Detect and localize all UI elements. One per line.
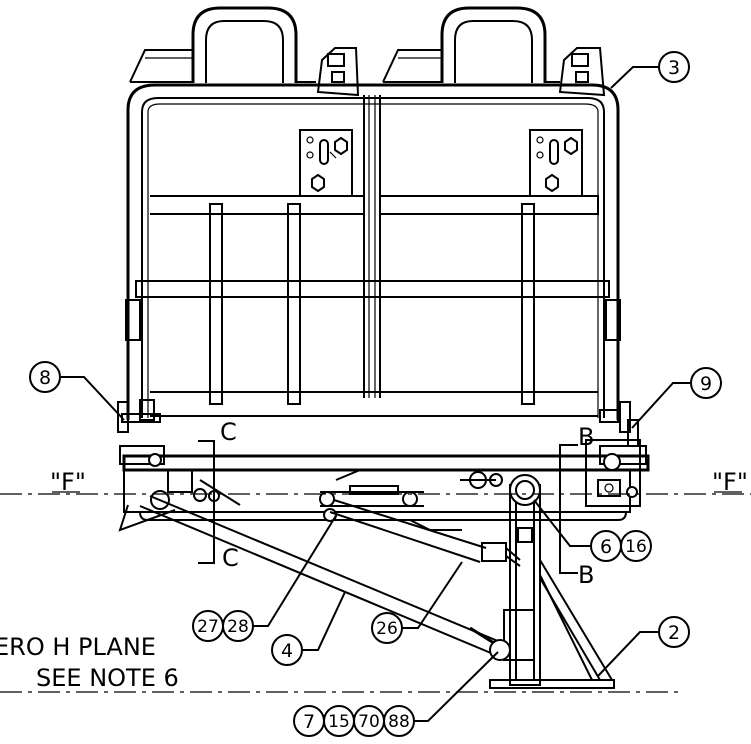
zero-h-plane-label: ERO H PLANE [0,633,156,661]
zero-h-plane: ERO H PLANE SEE NOTE 6 [0,633,680,693]
svg-text:15: 15 [328,712,350,732]
svg-text:2: 2 [668,622,680,644]
section-b-top-label: B [578,423,594,451]
see-note-label: SEE NOTE 6 [36,664,179,692]
svg-text:70: 70 [358,712,380,732]
left-side-hardware [117,299,161,433]
balloon-2: 2 [597,616,690,677]
seat-back-panels [135,195,610,417]
balloon-4: 4 [271,591,346,666]
balloon-7-15-70-88: 7 15 70 88 [293,651,499,737]
seat-back-frame [126,83,620,420]
headrest-right [382,6,560,83]
mechanism-linkage [193,469,503,531]
svg-text:28: 28 [227,617,249,637]
svg-text:27: 27 [197,617,219,637]
top-latch-left [316,47,360,97]
balloon-9: 9 [631,367,722,429]
svg-text:3: 3 [668,57,680,79]
reference-line-f: "F" "F" [0,468,751,496]
section-c-marker: C C [198,418,239,572]
balloon-26: 26 [371,561,463,644]
svg-text:26: 26 [376,619,398,639]
section-b-bottom-label: B [578,561,594,589]
f-label-right: "F" [712,468,748,496]
mount-plate-right [529,129,583,197]
balloon-3: 3 [610,51,690,89]
svg-text:6: 6 [600,536,612,558]
svg-text:16: 16 [625,537,647,557]
right-side-hardware [599,299,631,433]
svg-text:88: 88 [388,712,410,732]
headrest-left [129,6,316,83]
balloon-6-16: 6 16 [533,499,652,562]
balloon-27-28: 27 28 [192,513,338,642]
balloon-8: 8 [29,361,125,421]
strut-26 [329,499,521,567]
section-c-top-label: C [220,418,237,446]
section-c-bottom-label: C [222,544,239,572]
mount-plate-left [299,129,353,197]
top-latch-right [558,47,606,97]
support-column [489,474,615,689]
svg-text:8: 8 [39,367,51,389]
svg-text:9: 9 [700,373,712,395]
svg-text:4: 4 [281,640,293,662]
svg-text:7: 7 [303,711,315,733]
section-b-marker: B B [559,423,594,589]
f-label-left: "F" [50,468,86,496]
